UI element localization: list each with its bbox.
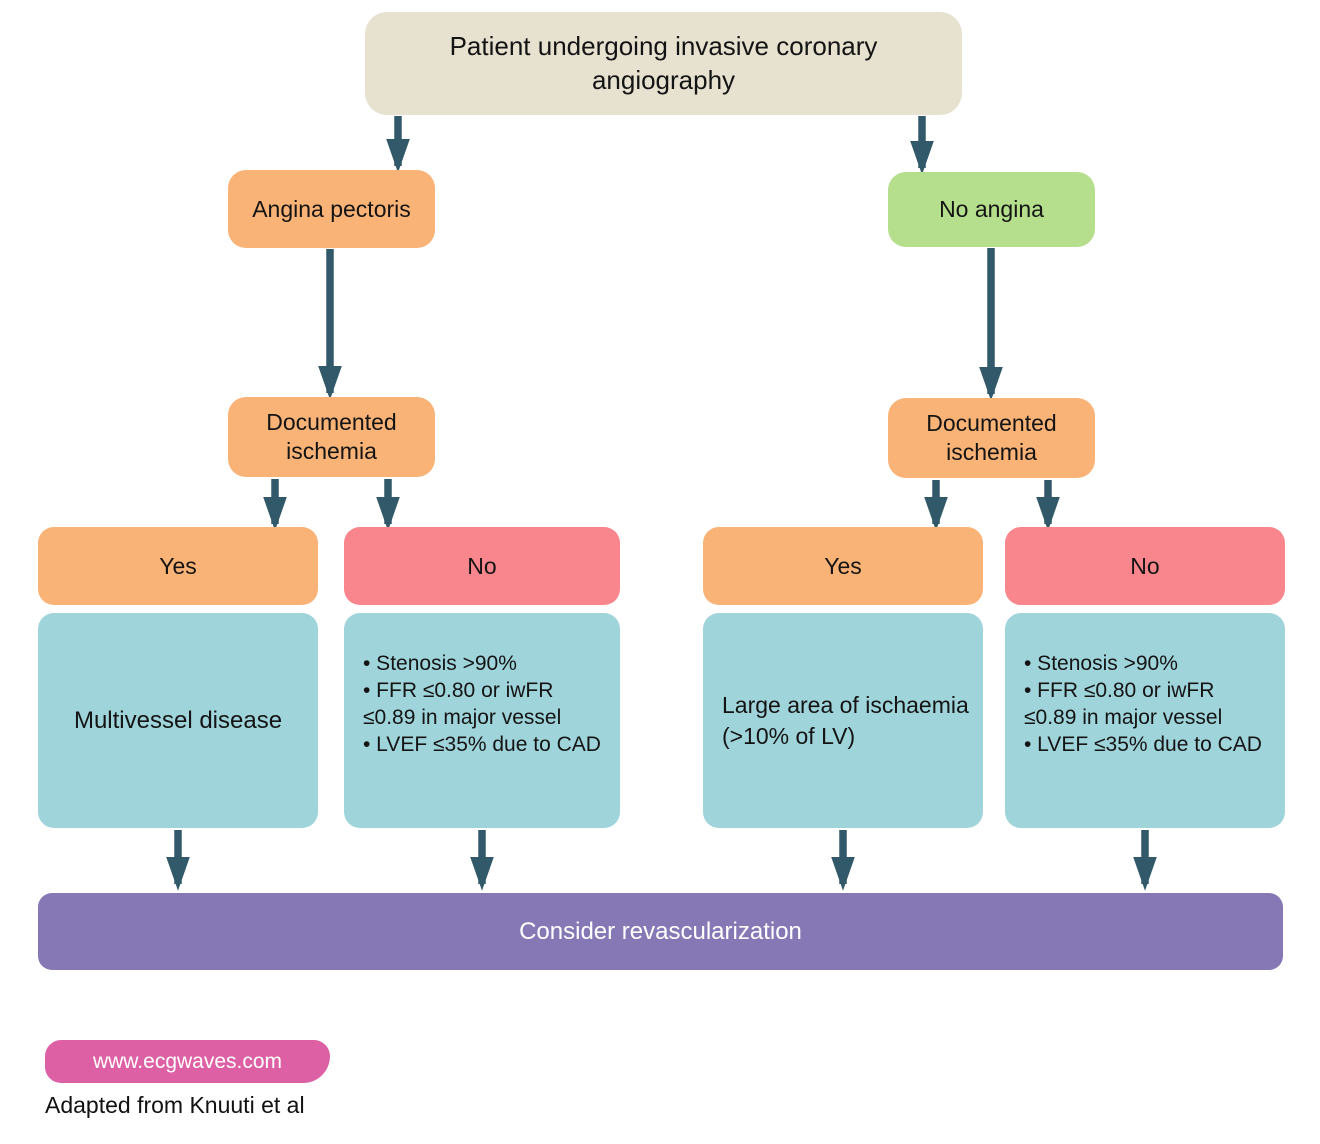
criteria-line: • Stenosis >90% xyxy=(363,652,517,675)
node-large-area-ischaemia: Large area of ischaemia (>10% of LV) xyxy=(703,613,983,828)
ecgwaves-badge: www.ecgwaves.com xyxy=(45,1040,330,1083)
node-no-angina: No angina xyxy=(888,172,1095,247)
node-consider-revascularization: Consider revascularization xyxy=(38,893,1283,970)
node-angina-pectoris: Angina pectoris xyxy=(228,170,435,248)
node-left-no-criteria: • Stenosis >90% • FFR ≤0.80 or iwFR ≤0.89… xyxy=(344,613,620,828)
node-patient-angiography: Patient undergoing invasive coronary ang… xyxy=(365,12,962,115)
node-documented-ischemia-left: Documented ischemia xyxy=(228,397,435,477)
node-multivessel-disease: Multivessel disease xyxy=(38,613,318,828)
node-documented-ischemia-right: Documented ischemia xyxy=(888,398,1095,478)
node-right-no-criteria: • Stenosis >90% • FFR ≤0.80 or iwFR ≤0.89… xyxy=(1005,613,1285,828)
attribution-text: Adapted from Knuuti et al xyxy=(45,1092,305,1118)
node-right-yes: Yes xyxy=(703,527,983,605)
criteria-line: • FFR ≤0.80 or iwFR ≤0.89 in major vesse… xyxy=(363,678,562,729)
node-left-yes: Yes xyxy=(38,527,318,605)
criteria-line: • FFR ≤0.80 or iwFR ≤0.89 in major vesse… xyxy=(1024,678,1223,729)
node-left-no: No xyxy=(344,527,620,605)
node-right-no: No xyxy=(1005,527,1285,605)
criteria-line: • LVEF ≤35% due to CAD xyxy=(1024,732,1262,756)
criteria-line: • LVEF ≤35% due to CAD xyxy=(363,732,601,756)
criteria-line: • Stenosis >90% xyxy=(1024,652,1178,675)
